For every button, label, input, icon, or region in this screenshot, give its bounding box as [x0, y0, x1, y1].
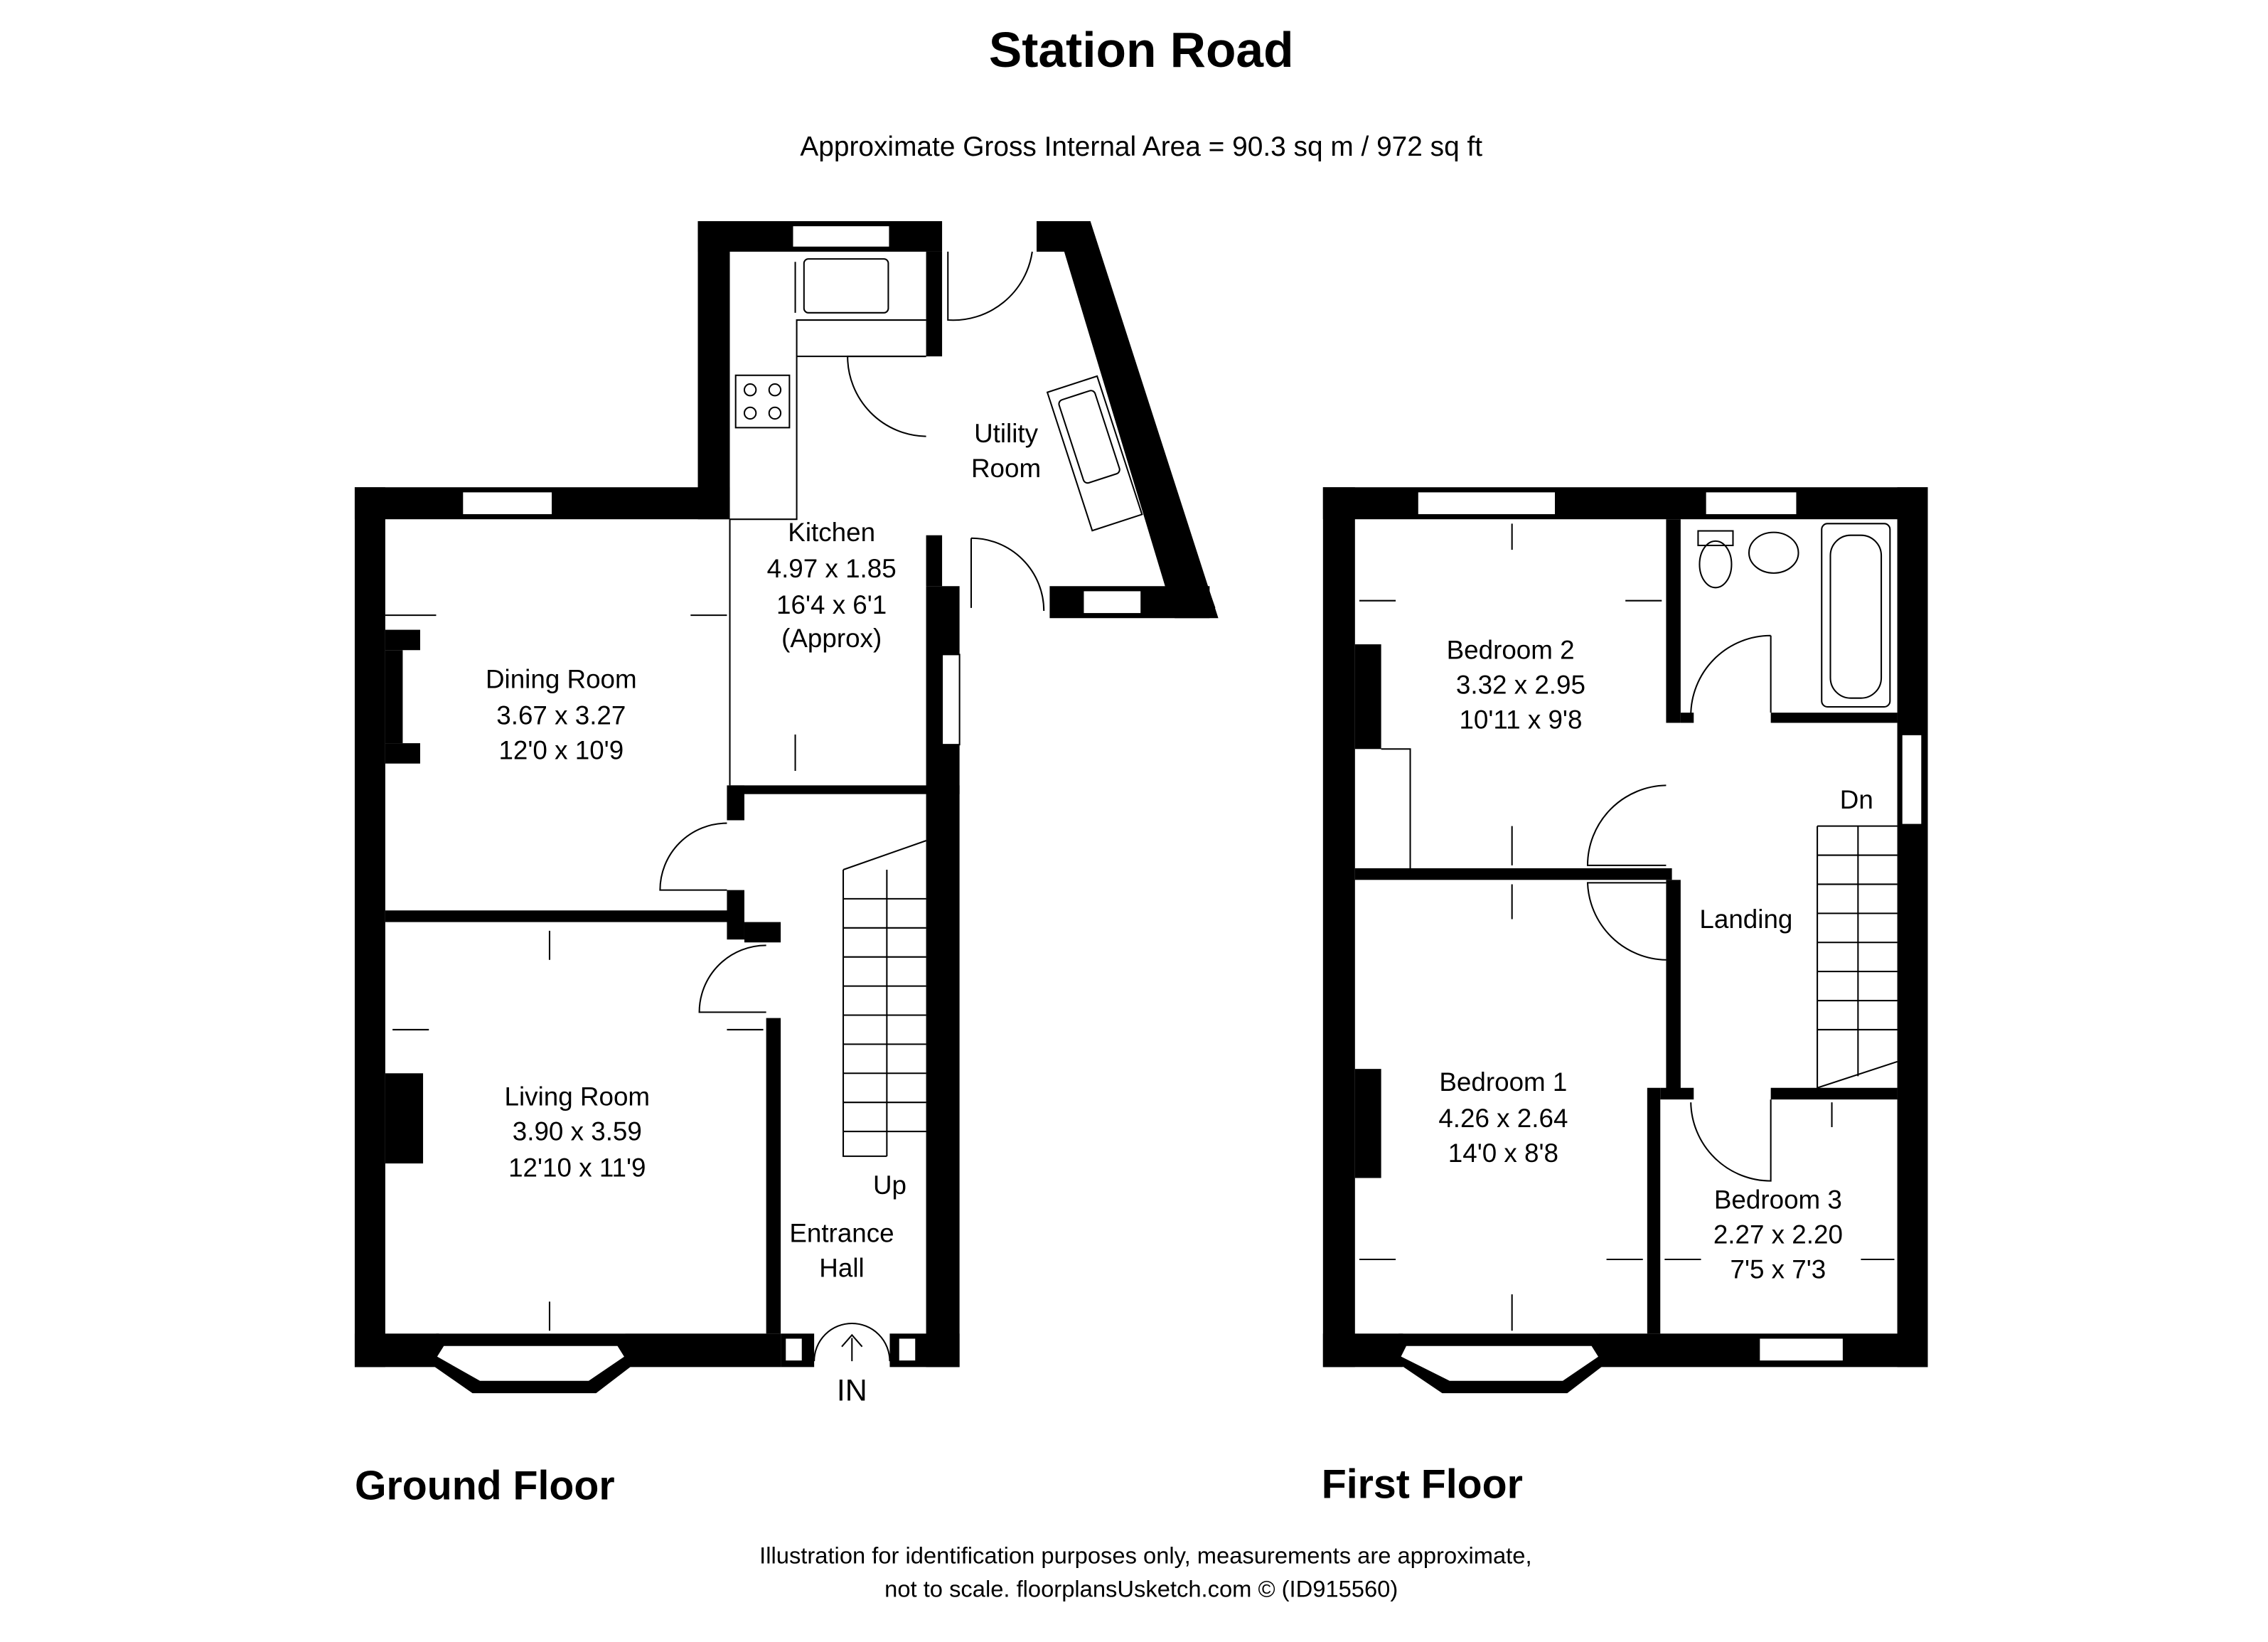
first-floor-walls — [1322, 487, 1928, 1394]
living-label: Living Room — [505, 1082, 651, 1111]
first-floor-windows — [1398, 491, 1923, 1382]
stairs-down-label: Dn — [1840, 785, 1873, 814]
hall-label-2: Hall — [819, 1254, 864, 1283]
ground-floor-windows — [435, 225, 1143, 1382]
stairs-down — [1817, 825, 1898, 1089]
bay-window — [1398, 1344, 1600, 1382]
stairs-up-label: Up — [873, 1171, 906, 1200]
kitchen-imperial: 16'4 x 6'1 — [776, 590, 887, 619]
dining-metric: 3.67 x 3.27 — [496, 701, 626, 730]
kitchen-label: Kitchen — [788, 518, 875, 547]
door-swing — [1586, 882, 1667, 961]
door-swing — [970, 537, 1045, 612]
bedroom3-metric: 2.27 x 2.20 — [1713, 1220, 1843, 1249]
living-metric: 3.90 x 3.59 — [513, 1116, 642, 1146]
window — [941, 654, 961, 746]
bedroom2-metric: 3.32 x 2.95 — [1456, 671, 1585, 700]
ground-floor-plan: Kitchen 4.97 x 1.85 16'4 x 6'1 (Approx) … — [354, 220, 1219, 1508]
landing-label: Landing — [1699, 905, 1792, 934]
dimension-arrows — [385, 262, 796, 1331]
wardrobe — [1381, 748, 1411, 868]
ground-floor-labels: Kitchen 4.97 x 1.85 16'4 x 6'1 (Approx) … — [486, 419, 1041, 1408]
bedroom1-imperial: 14'0 x 8'8 — [1448, 1139, 1558, 1168]
window — [784, 1337, 803, 1363]
gross-area: Approximate Gross Internal Area = 90.3 s… — [800, 132, 1482, 162]
front-door — [813, 1322, 891, 1362]
toilet-icon — [1699, 540, 1733, 589]
kitchen-note: (Approx) — [781, 624, 882, 653]
hall-label-1: Entrance — [789, 1218, 894, 1247]
door-swing — [847, 356, 926, 437]
ground-floor-title: Ground Floor — [355, 1463, 615, 1508]
utility-sink — [1046, 375, 1143, 532]
window — [791, 225, 891, 248]
window — [1704, 491, 1798, 516]
stairs-up — [843, 840, 926, 1157]
window — [897, 1337, 917, 1363]
bedroom3-imperial: 7'5 x 7'3 — [1730, 1255, 1826, 1284]
entrance-arrow-icon — [841, 1333, 863, 1362]
door-swing — [1690, 1099, 1772, 1182]
window — [1758, 1337, 1844, 1363]
entrance-label: IN — [837, 1373, 867, 1407]
ground-floor-walls — [354, 220, 1219, 1394]
first-floor-plan: Bedroom 2 3.32 x 2.95 10'11 x 9'8 Dn Lan… — [1322, 487, 1928, 1507]
ground-floor-fittings — [385, 251, 1143, 1362]
bedroom3-label: Bedroom 3 — [1714, 1185, 1842, 1214]
page-title: Station Road — [989, 22, 1294, 78]
door-swing — [698, 944, 766, 1013]
first-floor-title: First Floor — [1322, 1461, 1523, 1507]
dining-label: Dining Room — [486, 664, 637, 693]
utility-label-2: Room — [971, 454, 1041, 483]
basin-icon — [1748, 531, 1799, 574]
first-floor-fittings — [1359, 523, 1898, 1331]
kitchen-sink — [803, 258, 889, 314]
bedroom2-imperial: 10'11 x 9'8 — [1459, 705, 1582, 735]
bay-window — [435, 1344, 626, 1382]
bedroom1-metric: 4.26 x 2.64 — [1438, 1104, 1568, 1133]
kitchen-metric: 4.97 x 1.85 — [767, 554, 897, 583]
door-swing — [1690, 634, 1772, 716]
dining-imperial: 12'0 x 10'9 — [498, 736, 624, 765]
bath-icon — [1821, 523, 1891, 708]
window — [1416, 491, 1557, 516]
window — [461, 491, 554, 516]
disclaimer-line-2: not to scale. floorplansUsketch.com © (I… — [884, 1575, 1398, 1601]
door-swing — [1586, 784, 1667, 866]
bedroom1-label: Bedroom 1 — [1439, 1067, 1567, 1097]
living-imperial: 12'10 x 11'9 — [508, 1153, 646, 1182]
door-swing — [659, 822, 727, 891]
first-floor-labels: Bedroom 2 3.32 x 2.95 10'11 x 9'8 Dn Lan… — [1438, 635, 1873, 1284]
dimension-arrows — [1359, 523, 1895, 1331]
hob-icon — [734, 374, 791, 429]
disclaimer-line-1: Illustration for identification purposes… — [759, 1542, 1531, 1568]
window — [1082, 590, 1143, 615]
bedroom2-label: Bedroom 2 — [1447, 635, 1575, 664]
utility-label-1: Utility — [974, 419, 1039, 448]
door-swing — [947, 251, 1033, 321]
window — [1900, 733, 1923, 826]
